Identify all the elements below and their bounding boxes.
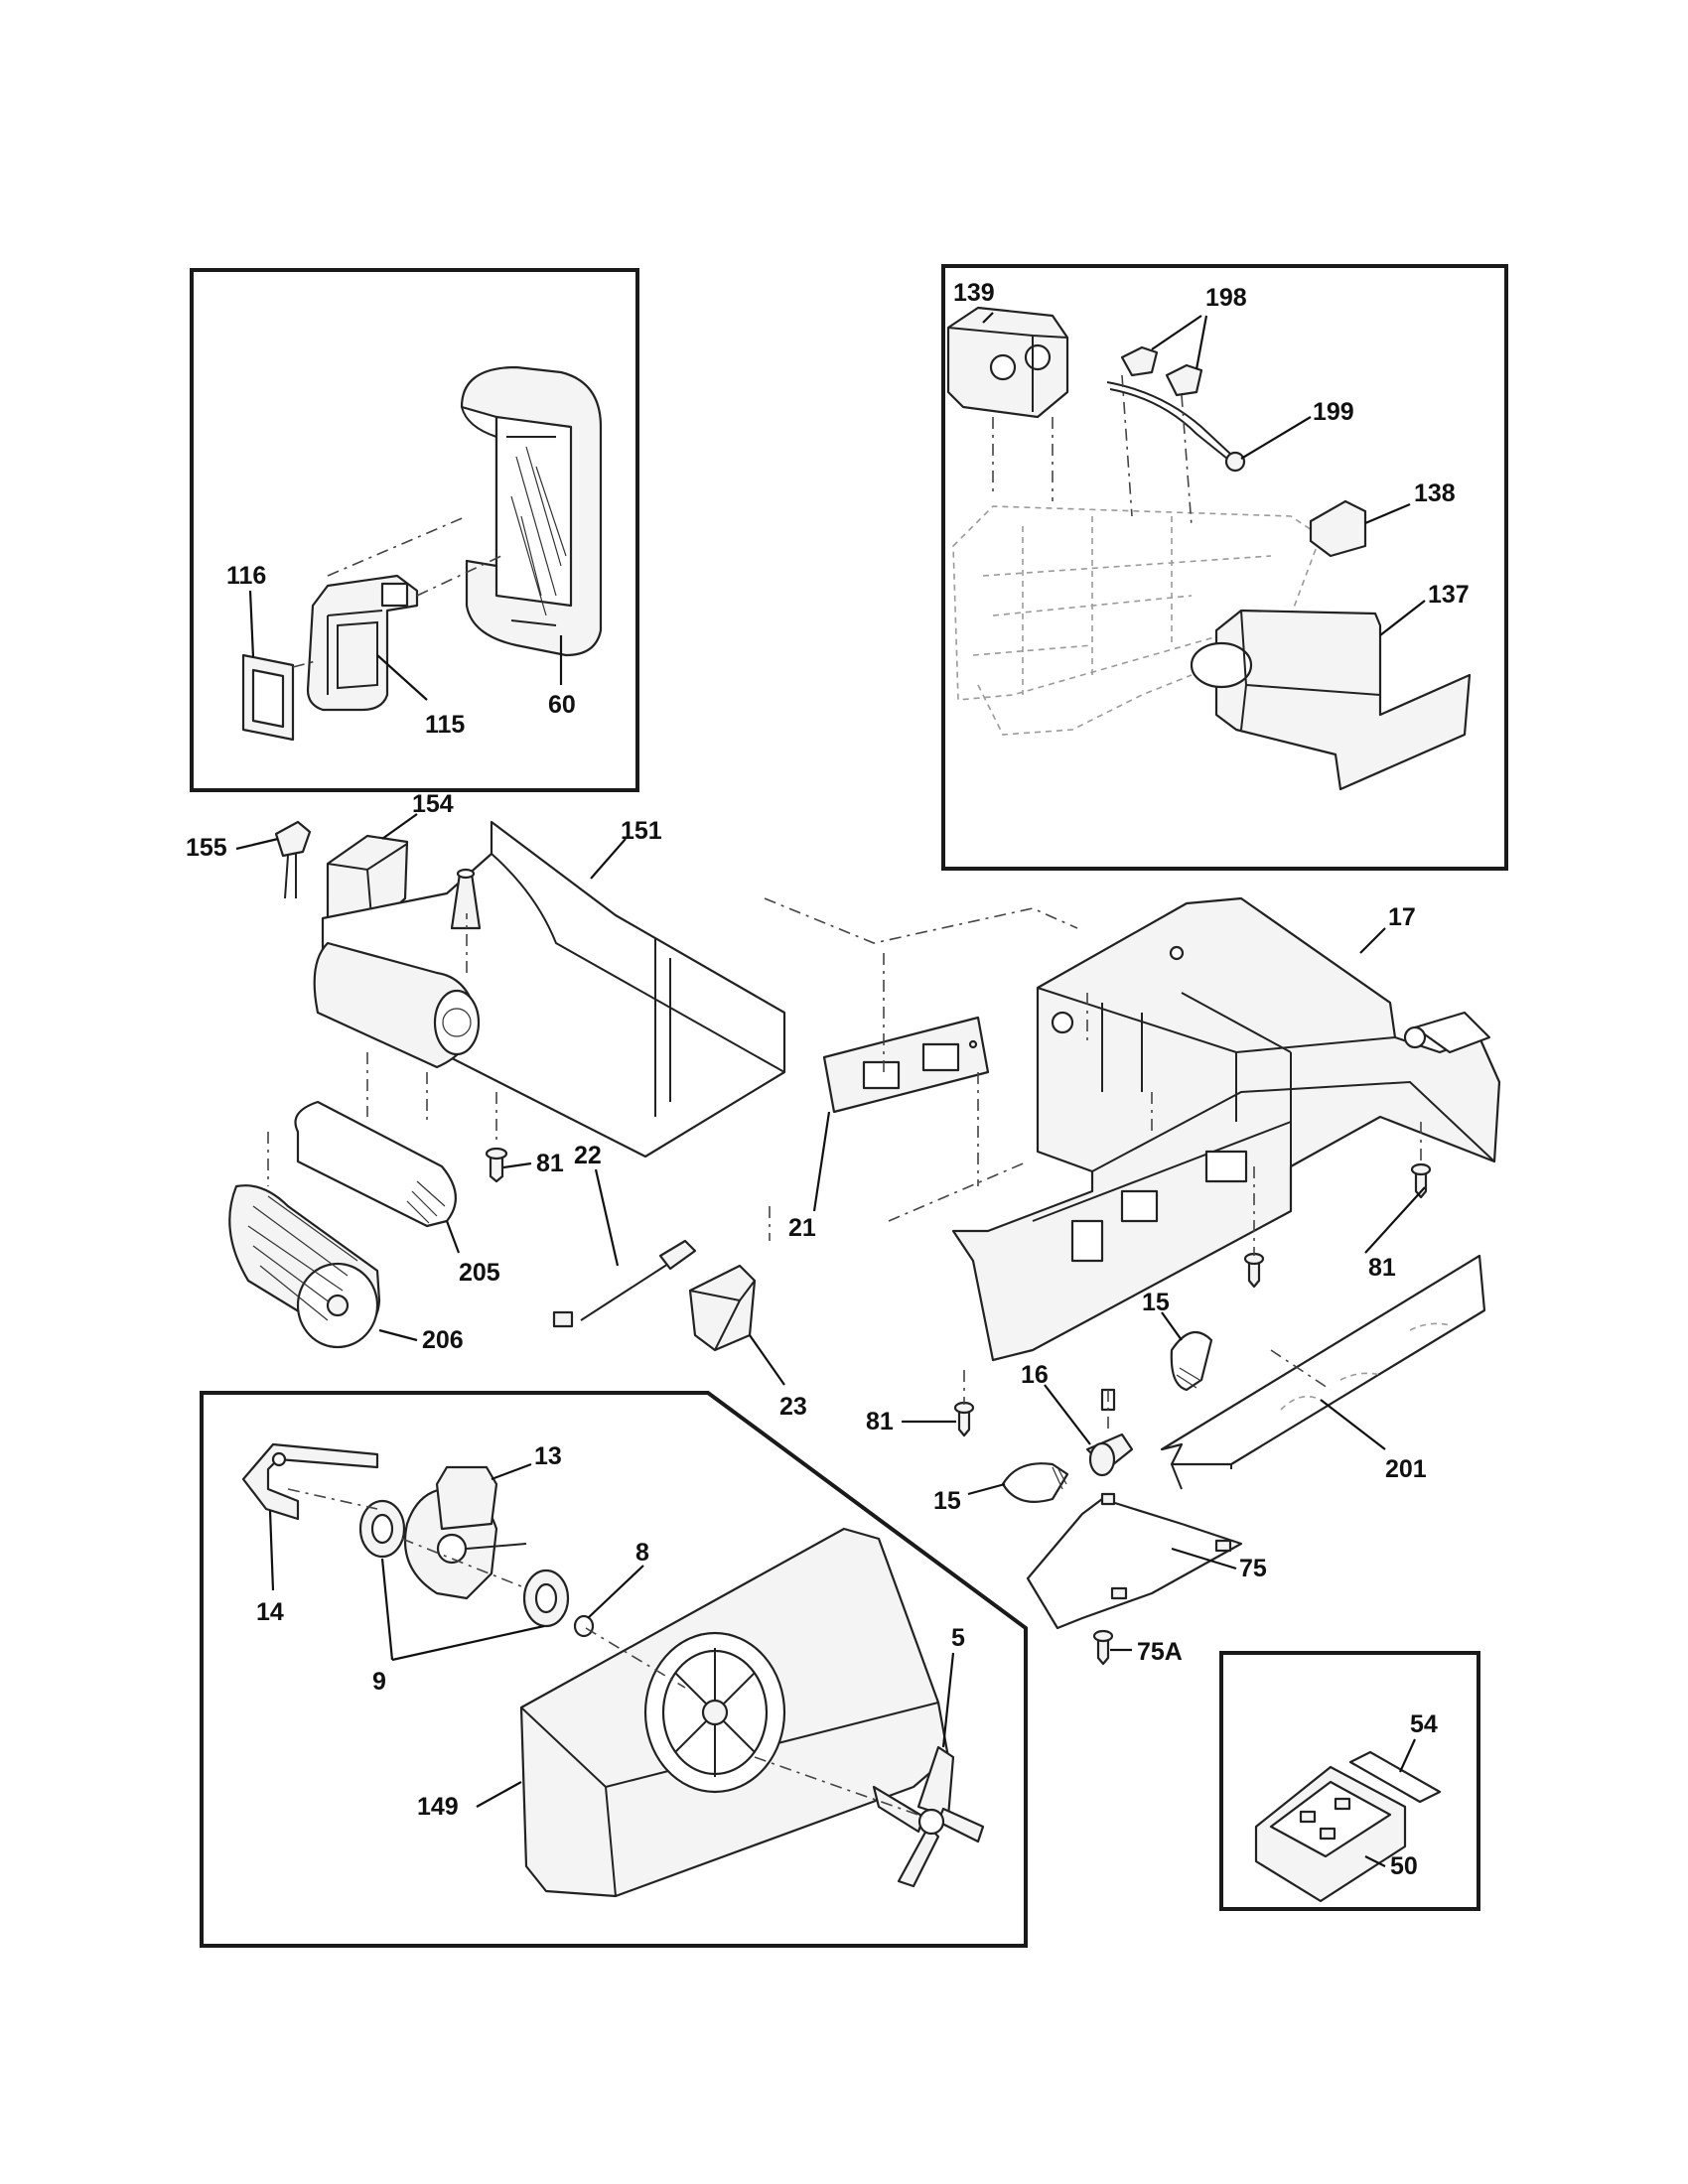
callout-154: 154 xyxy=(412,790,454,818)
part-15-bulb-lower xyxy=(1001,1462,1069,1503)
callout-115: 115 xyxy=(425,711,465,739)
part-16-lamp-socket xyxy=(1085,1388,1134,1477)
part-14-bracket xyxy=(241,1442,379,1521)
part-75-light-shield xyxy=(1026,1492,1243,1630)
part-50-tray xyxy=(1254,1765,1407,1903)
part-auger-tube xyxy=(313,941,481,1069)
callout-139: 139 xyxy=(953,279,995,307)
callout-5: 5 xyxy=(951,1624,965,1652)
callout-138: 138 xyxy=(1414,479,1456,507)
callout-60: 60 xyxy=(548,691,576,719)
callout-205: 205 xyxy=(459,1259,500,1287)
inset-frame-top-left xyxy=(190,268,639,792)
callout-116: 116 xyxy=(226,562,266,590)
callout-137: 137 xyxy=(1428,581,1470,609)
callout-75A: 75A xyxy=(1137,1638,1183,1666)
callout-13: 13 xyxy=(534,1442,562,1470)
callout-22: 22 xyxy=(574,1142,602,1169)
callout-50: 50 xyxy=(1390,1852,1418,1880)
part-198-clips xyxy=(1120,345,1203,397)
part-21-control-board xyxy=(822,1016,990,1114)
leader-lines xyxy=(235,312,1426,1867)
callout-14: 14 xyxy=(256,1598,284,1626)
callout-155: 155 xyxy=(186,834,227,862)
part-138-bracket xyxy=(1309,499,1367,558)
part-9-wheel-left xyxy=(358,1499,406,1559)
callout-75: 75 xyxy=(1239,1555,1267,1582)
callout-21: 21 xyxy=(788,1214,816,1242)
ghost-housing xyxy=(952,505,1322,736)
callout-23: 23 xyxy=(779,1393,807,1421)
part-81-screw-lower xyxy=(953,1401,975,1437)
part-75A-screw xyxy=(1092,1629,1114,1666)
part-17-dispenser-housing xyxy=(951,896,1501,1362)
callout-9: 9 xyxy=(372,1668,386,1696)
part-151-duct xyxy=(321,820,786,1159)
inset-frame-bottom-right xyxy=(1219,1651,1480,1911)
part-116-gasket xyxy=(241,653,295,742)
callout-149: 149 xyxy=(417,1793,459,1821)
callout-201: 201 xyxy=(1385,1455,1427,1483)
part-13-fan-motor xyxy=(403,1465,527,1600)
inset-frame-bottom-left xyxy=(200,1391,1028,1948)
part-205-shield xyxy=(294,1100,457,1228)
callout-199: 199 xyxy=(1313,398,1354,426)
part-81-screw-right xyxy=(1410,1162,1432,1199)
callout-81-left: 81 xyxy=(536,1150,564,1177)
inset-frame-top-right xyxy=(941,264,1508,871)
part-23-cover xyxy=(688,1264,757,1352)
callout-8: 8 xyxy=(635,1539,649,1567)
part-5-fan-blade xyxy=(872,1745,985,1888)
part-8-washer xyxy=(573,1614,595,1638)
callout-151: 151 xyxy=(621,817,662,845)
part-206-drum xyxy=(228,1184,381,1349)
part-81-screw-center xyxy=(1243,1252,1265,1289)
callout-15-lower: 15 xyxy=(933,1487,961,1515)
part-155-connector xyxy=(274,820,312,899)
part-9-wheel-right xyxy=(522,1569,570,1628)
callout-206: 206 xyxy=(422,1326,464,1354)
callout-17: 17 xyxy=(1388,903,1416,931)
part-15-bulb-upper xyxy=(1170,1330,1213,1392)
part-201-nameplate xyxy=(1160,1254,1486,1490)
callout-54: 54 xyxy=(1410,1710,1438,1738)
part-81-screw-left xyxy=(485,1147,508,1183)
part-199-harness xyxy=(1106,381,1246,473)
part-54-strip xyxy=(1348,1750,1442,1804)
callout-81-center: 81 xyxy=(1368,1254,1396,1282)
callout-81-lower: 81 xyxy=(866,1408,894,1435)
part-60-housing xyxy=(460,365,603,657)
part-139-switch-block xyxy=(946,306,1069,419)
part-115-motor xyxy=(306,574,419,712)
part-137-dispenser-tray xyxy=(1190,609,1472,791)
callout-198: 198 xyxy=(1205,284,1247,312)
callout-15-upper: 15 xyxy=(1142,1289,1170,1316)
callout-16: 16 xyxy=(1021,1361,1049,1389)
part-149-fan-shroud xyxy=(519,1527,950,1898)
part-22-harness xyxy=(552,1239,697,1328)
